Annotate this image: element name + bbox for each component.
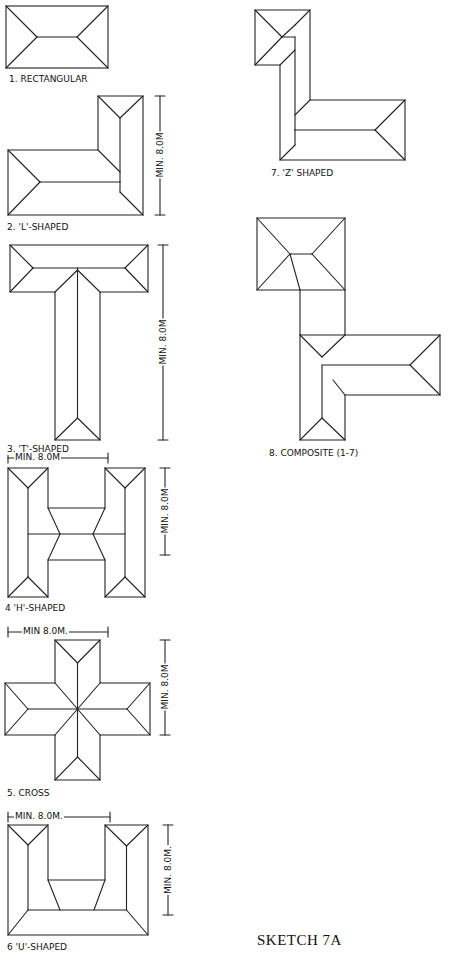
plan-label: 5. CROSS — [6, 788, 51, 799]
plan-label: 1. RECTANGULAR — [8, 74, 89, 85]
z-shaped-roof — [255, 10, 405, 160]
dimension-label: MIN. 8.0M — [160, 488, 171, 535]
l-shaped-roof — [8, 96, 165, 215]
plan-label: 2. 'L'-SHAPED — [6, 222, 69, 233]
cross-roof — [5, 627, 170, 780]
plan-label: MIN 8.0M. — [22, 626, 69, 637]
dimension-label: MIN. 8.0M — [158, 319, 169, 366]
rectangular-roof — [6, 6, 108, 68]
sketch-caption: SKETCH 7A — [256, 932, 343, 949]
plan-label: 8. COMPOSITE (1-7) — [268, 448, 359, 459]
plan-label: MIN. 8.0M — [14, 452, 61, 463]
dimension-label: MIN. 8.0M — [155, 132, 166, 179]
dimension-label: MIN. 8.0M — [160, 664, 171, 711]
t-shaped-roof — [10, 245, 168, 440]
u-shaped-roof — [8, 812, 173, 935]
plan-label: 7. 'Z' SHAPED — [270, 168, 334, 179]
plan-label: 4 'H'-SHAPED — [4, 603, 66, 614]
dimension-label: MIN. 8.0M. — [163, 845, 174, 895]
plan-label: 6 'U'-SHAPED — [6, 942, 68, 953]
plan-label: MIN. 8.0M. — [14, 811, 64, 822]
h-shaped-roof — [8, 453, 170, 597]
composite-roof — [257, 218, 440, 440]
